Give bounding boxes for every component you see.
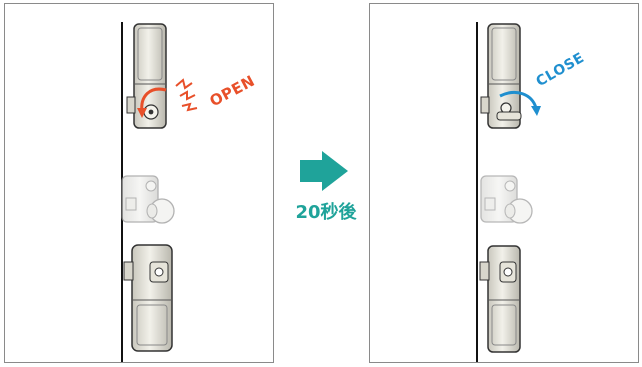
top-lock-unit-icon [126, 23, 167, 129]
spark-icon [175, 78, 198, 112]
top-lock-unit-icon [480, 23, 541, 129]
door-edge-line [476, 22, 478, 362]
middle-latch-unit-icon [121, 175, 175, 224]
middle-latch-unit-icon [480, 175, 533, 224]
bottom-lock-unit-icon [123, 244, 173, 352]
timer-label: 20秒後 [295, 202, 357, 223]
bottom-lock-unit-icon [479, 245, 521, 353]
right-arrow-icon [300, 151, 348, 191]
